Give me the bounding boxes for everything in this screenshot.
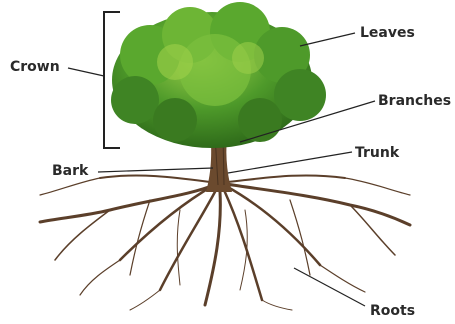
roots-illustration	[38, 174, 412, 311]
crown-bracket	[103, 11, 120, 149]
leaves-label: Leaves	[360, 25, 415, 41]
trunk-label: Trunk	[355, 145, 400, 161]
branches-label: Branches	[378, 93, 452, 109]
leader-lines	[67, 32, 376, 307]
crown-label: Crown	[10, 59, 60, 75]
roots-label: Roots	[370, 303, 416, 319]
crown-foliage	[111, 2, 326, 148]
bark-label: Bark	[52, 163, 89, 179]
